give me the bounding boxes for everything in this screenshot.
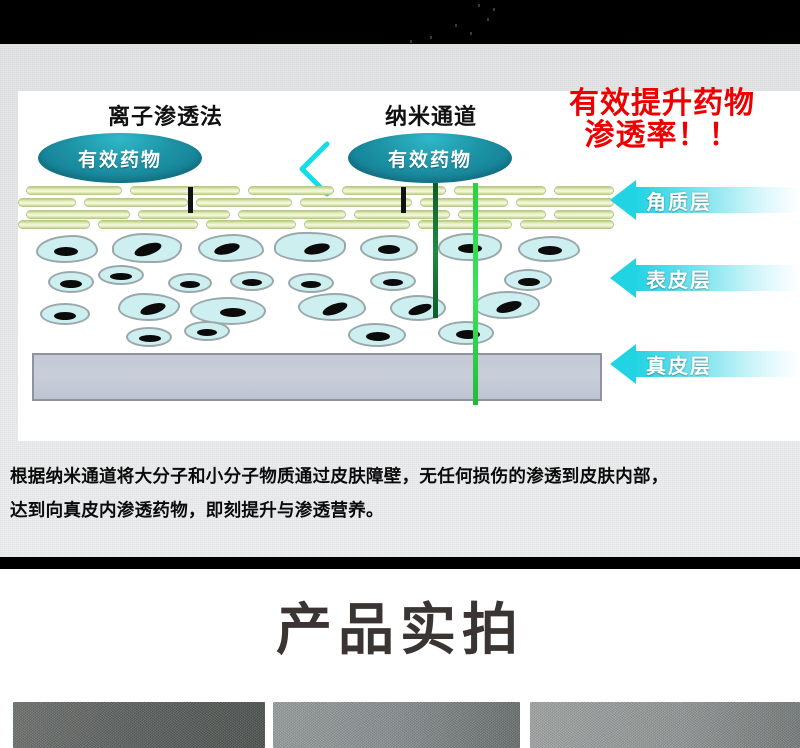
speck <box>493 8 495 11</box>
skin-cell <box>36 235 98 263</box>
skin-penetration-diagram: 离子渗透法 纳米通道 有效药物 有效药物 <box>18 91 800 441</box>
speck <box>430 36 432 39</box>
skin-cell <box>112 233 182 263</box>
speck <box>478 4 480 7</box>
layer-arrow-stratum-corneum: 角质层 <box>610 180 800 220</box>
skin-cell <box>360 235 418 261</box>
speck <box>410 40 412 43</box>
product-shots-section: 产品实拍 <box>0 569 800 748</box>
skin-cell <box>438 321 494 345</box>
nano-dark-green-line <box>433 183 438 318</box>
drug-pill-left: 有效药物 <box>38 133 202 183</box>
layer-label-dermis: 真皮层 <box>646 355 712 378</box>
description-line-1: 根据纳米通道将大分子和小分子物质通过皮肤障壁，无任何损伤的渗透到皮肤内部， <box>10 466 669 486</box>
speck <box>470 32 472 35</box>
stratum-corneum-layer <box>18 186 618 230</box>
arrow-head-icon <box>610 258 636 298</box>
arrow-tail: 表皮层 <box>636 265 800 292</box>
skin-cell <box>438 233 502 261</box>
layer-arrow-dermis: 真皮层 <box>610 344 800 384</box>
skin-cell <box>198 234 264 262</box>
skin-cell <box>348 323 406 347</box>
skin-cell <box>230 271 274 291</box>
top-black-band <box>0 0 800 44</box>
arrow-head-icon <box>610 344 636 384</box>
diagram-section: 离子渗透法 纳米通道 有效药物 有效药物 <box>0 44 800 557</box>
photo-texture <box>530 702 800 748</box>
promo-headline-line-2: 渗透率！！ <box>584 119 740 153</box>
drug-pill-left-label: 有效药物 <box>77 149 162 171</box>
layer-arrow-epidermis: 表皮层 <box>610 258 800 298</box>
description-line-2: 达到向真皮内渗透药物，即刻提升与渗透营养。 <box>10 500 384 521</box>
diagram-title-iontophoresis: 离子渗透法 <box>108 104 224 129</box>
photo-texture <box>273 702 520 748</box>
product-photo-1[interactable] <box>13 702 265 748</box>
speck <box>455 24 457 27</box>
arrow-head-icon <box>610 180 636 220</box>
iontophoresis-black-line-2 <box>401 187 406 213</box>
arrow-tail: 真皮层 <box>636 351 800 378</box>
description-paragraph: 根据纳米通道将大分子和小分子物质通过皮肤障壁，无任何损伤的渗透到皮肤内部， 达到… <box>10 459 800 527</box>
skin-cell <box>126 327 172 347</box>
layer-label-epidermis: 表皮层 <box>646 269 712 292</box>
skin-cell <box>370 271 416 291</box>
skin-cell <box>474 291 540 319</box>
product-shots-title: 产品实拍 <box>276 598 524 661</box>
iontophoresis-black-line-1 <box>188 187 193 213</box>
skin-cell <box>288 273 334 293</box>
skin-cell <box>118 293 180 321</box>
skin-cell <box>40 303 90 325</box>
skin-cell <box>98 265 144 285</box>
skin-cell <box>48 271 94 293</box>
speck <box>487 18 489 21</box>
skin-cell <box>184 321 230 341</box>
skin-cell <box>504 269 552 291</box>
product-photo-2[interactable] <box>273 702 520 748</box>
drug-pill-right-label: 有效药物 <box>387 149 472 171</box>
skin-cell <box>298 293 366 321</box>
nano-bright-green-line <box>473 183 478 405</box>
promo-headline: 有效提升药物 渗透率！！ <box>527 87 797 153</box>
skin-cell <box>274 232 346 262</box>
diagram-title-nanochannel: 纳米通道 <box>385 104 478 129</box>
dermis-layer <box>32 353 602 401</box>
arrow-tail: 角质层 <box>636 187 800 214</box>
layer-label-stratum-corneum: 角质层 <box>646 191 712 214</box>
photo-texture <box>13 702 265 748</box>
skin-cell <box>518 236 580 262</box>
product-photo-3[interactable] <box>530 702 800 748</box>
section-divider-black-band <box>0 557 800 569</box>
less-than-chevron-icon <box>299 141 330 197</box>
drug-pill-right: 有效药物 <box>348 133 512 183</box>
skin-cell <box>168 273 212 293</box>
promo-headline-line-1: 有效提升药物 <box>569 87 755 120</box>
epidermis-layer <box>18 231 618 349</box>
